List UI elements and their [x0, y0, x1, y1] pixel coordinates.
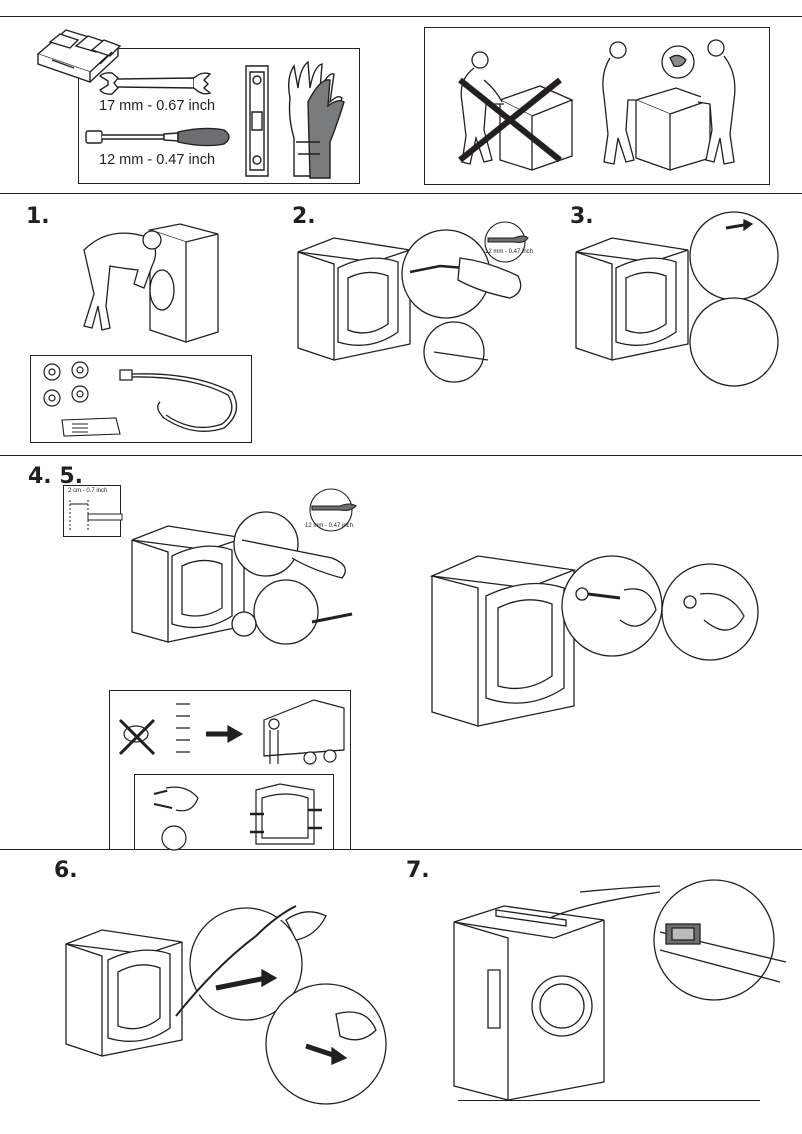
wrench-icon: [98, 70, 216, 98]
gloves-icon: [280, 58, 354, 182]
step-45b-detail-circles: [560, 550, 760, 676]
correct-lifting-figure: [598, 34, 748, 174]
screwdriver-icon: [84, 124, 234, 150]
step-7-floor-line: [458, 1100, 760, 1101]
top-rule: [0, 16, 802, 17]
wrong-lifting-figure: [440, 40, 580, 172]
step-6-detail-circles: [176, 896, 396, 1108]
step-45-tool-label: 12 mm - 0.47 inch: [305, 523, 354, 529]
step-7-level-detail: [520, 878, 790, 1008]
divider-2: [0, 455, 802, 456]
step-6-number: 6.: [54, 858, 78, 883]
step-45-depth-box: [63, 485, 121, 537]
step-2-detail-circle: [400, 222, 540, 386]
divider-3: [0, 849, 802, 850]
step-2-tool-label: 12 mm - 0.47 inch: [485, 249, 534, 255]
hose-icon: [114, 362, 244, 438]
accessories-box: [30, 355, 252, 443]
step-3-number: 3.: [570, 204, 594, 229]
step-45-number: 4. 5.: [28, 464, 83, 489]
step-45b-machine-illustration: [428, 548, 578, 730]
washing-machine-icon: [294, 232, 414, 362]
step-3-detail-circles: [686, 208, 782, 388]
spacer-icon: [40, 360, 94, 408]
divider-1: [0, 193, 802, 194]
step-45-depth-drawing: [64, 496, 124, 536]
step-1-machine-illustration: [80, 210, 222, 348]
step-6-machine-illustration: [62, 924, 186, 1060]
step-2-number: 2.: [292, 204, 316, 229]
wrench-size-label: 17 mm - 0.67 inch: [99, 98, 216, 114]
step-1-number: 1.: [26, 204, 50, 229]
step-45-depth-label: 2 cm - 0,7 inch: [68, 488, 108, 494]
step-45-machine-illustration: [128, 520, 248, 644]
transport-panel-drawing: [114, 694, 346, 770]
toolbox-icon: [30, 24, 125, 86]
step-45-detail-circles: [232, 500, 362, 646]
step-7-number: 7.: [406, 858, 430, 883]
transport-inner-drawing: [146, 780, 322, 848]
screwdriver-size-label: 12 mm - 0.47 inch: [99, 152, 216, 168]
leaflet-icon: [60, 414, 124, 438]
spirit-level-icon: [244, 64, 270, 178]
step-2-tool-callout: [474, 220, 536, 264]
step-7-machine-illustration: [448, 896, 608, 1104]
step-45-tool-callout: [300, 488, 362, 532]
step-3-machine-illustration: [572, 232, 692, 362]
